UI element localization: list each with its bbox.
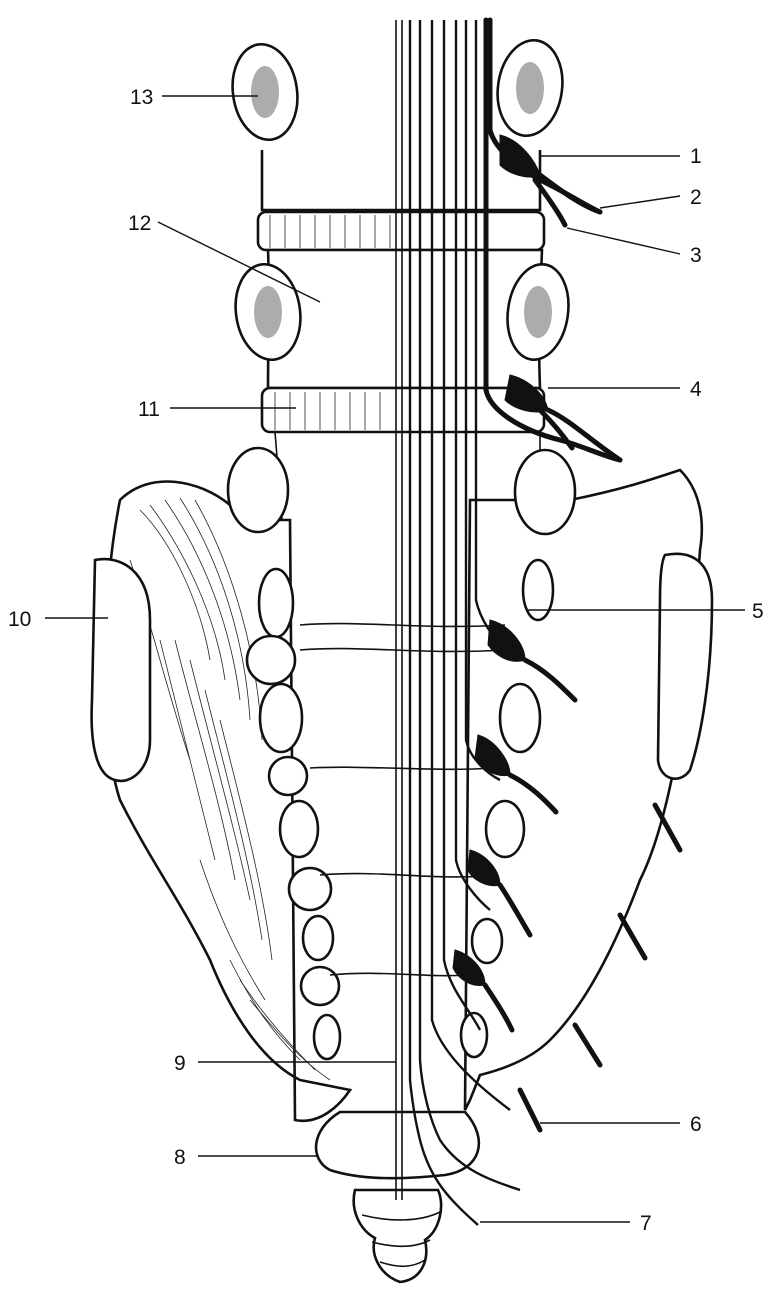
foramen-s1-left [259, 569, 293, 637]
label-4: 4 [690, 378, 702, 401]
foramen-s4-left [303, 916, 333, 960]
label-8: 8 [174, 1146, 186, 1169]
foramen-s2-left [260, 684, 302, 752]
label-6: 6 [690, 1113, 702, 1136]
pedicle-s1-right [515, 450, 575, 534]
foramen-s5-left [314, 1015, 340, 1059]
label-3: 3 [690, 244, 702, 267]
foramen-s1-right [523, 560, 553, 620]
foramen-s3-right [486, 801, 524, 857]
label-9: 9 [174, 1052, 186, 1075]
foramen-s2-right [500, 684, 540, 752]
pedicle-s1-left [228, 448, 288, 532]
label-2: 2 [690, 186, 702, 209]
coccyx-lower-segments [354, 1190, 441, 1282]
foramen-circle-2 [269, 757, 307, 795]
label-5: 5 [752, 600, 764, 623]
coccyx-first-segment [316, 1112, 479, 1178]
foramen-s3-left [280, 801, 318, 857]
sacrum-outline [105, 481, 350, 1120]
foramen-circle-1 [247, 636, 295, 684]
label-1: 1 [690, 145, 702, 168]
lumbar-body-lower [268, 250, 542, 388]
label-12: 12 [128, 212, 151, 235]
label-11: 11 [138, 398, 160, 421]
intervertebral-disc-upper [258, 212, 544, 250]
foramen-circle-4 [301, 967, 339, 1005]
auricular-surface-left [92, 559, 150, 781]
auricular-surface-right [658, 554, 712, 779]
label-7: 7 [640, 1212, 652, 1235]
label-10: 10 [8, 608, 31, 631]
foramen-s4-right [472, 919, 502, 963]
label-13: 13 [130, 86, 153, 109]
lumbar-body-upper [262, 150, 540, 210]
